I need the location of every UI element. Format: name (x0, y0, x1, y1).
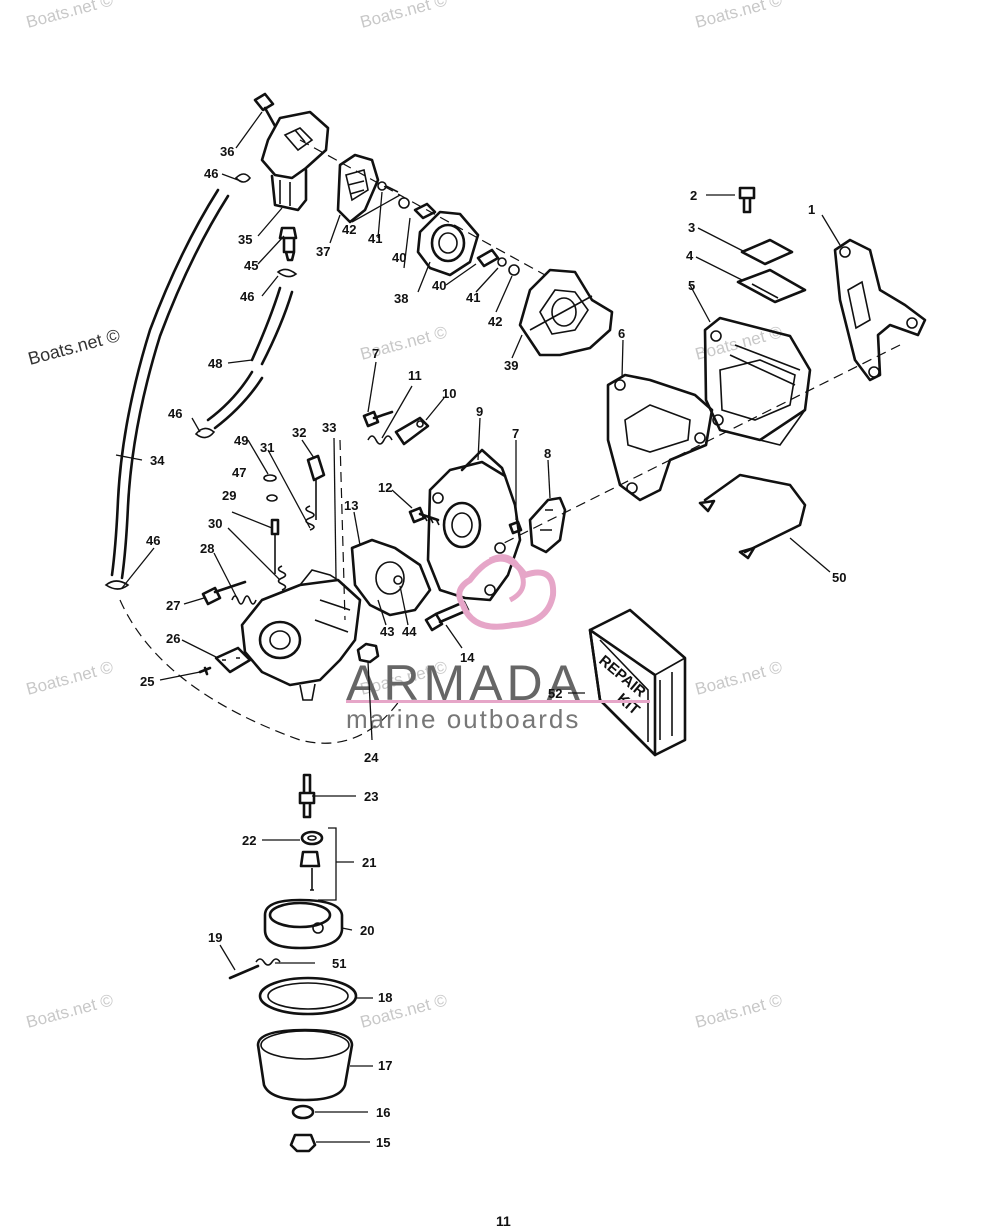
callout-label: 49 (234, 433, 248, 448)
callout-label: 4 (686, 248, 694, 263)
callout-label: 3 (688, 220, 695, 235)
page-number: 11 (496, 1213, 511, 1227)
callout-label: 25 (140, 674, 154, 689)
callout-label: 21 (362, 855, 376, 870)
callout-label: 24 (364, 750, 379, 765)
callout-label: 51 (332, 956, 346, 971)
callout-label: 35 (238, 232, 252, 247)
watermarks: Boats.net © Boats.net © Boats.net © Boat… (24, 0, 784, 1032)
callout-label: 45 (244, 258, 258, 273)
callout-label: 14 (460, 650, 475, 665)
callout-leaders (115, 111, 841, 1143)
callout-label: 26 (166, 631, 180, 646)
callout-label: 28 (200, 541, 214, 556)
assembly-lines (119, 139, 901, 744)
callout-label: 27 (166, 598, 180, 613)
carburetor-group (198, 410, 567, 701)
callout-label: 29 (222, 488, 236, 503)
callout-label: 46 (204, 166, 218, 181)
callout-label: 36 (220, 144, 234, 159)
callout-label: 46 (168, 406, 182, 421)
watermark: Boats.net © (24, 657, 115, 699)
callout-label: 1 (808, 202, 815, 217)
callout-label: 22 (242, 833, 256, 848)
brand-divider (346, 700, 650, 703)
fuel-hoses (104, 188, 294, 590)
watermark: Boats.net © (24, 990, 115, 1032)
callout-label: 17 (378, 1058, 392, 1073)
callout-label: 34 (150, 453, 165, 468)
callout-label: 52 (548, 686, 562, 701)
logo-emblem (456, 555, 557, 630)
watermark: Boats.net © (24, 0, 115, 32)
callout-label: 10 (442, 386, 456, 401)
callout-label: 2 (690, 188, 697, 203)
callout-label: 44 (402, 624, 417, 639)
brand-logo: ARMADA marine outboards (346, 554, 650, 734)
callout-label: 42 (488, 314, 502, 329)
reed-plate-group (606, 186, 927, 560)
callout-label: 30 (208, 516, 222, 531)
callout-label: 46 (146, 533, 160, 548)
callout-label: 12 (378, 480, 392, 495)
callout-label: 41 (368, 231, 382, 246)
watermark: Boats.net © (693, 657, 784, 699)
callout-label: 41 (466, 290, 480, 305)
callout-label: 19 (208, 930, 222, 945)
callout-labels: 1 2 3 4 5 6 7 7 8 9 10 11 12 13 14 15 16… (140, 144, 846, 1150)
callout-label: 40 (432, 278, 446, 293)
callout-label: 8 (544, 446, 551, 461)
watermark: Boats.net © (693, 990, 784, 1032)
callout-label: 31 (260, 440, 274, 455)
callout-label: 18 (378, 990, 392, 1005)
callout-label: 6 (618, 326, 625, 341)
callout-label: 50 (832, 570, 846, 585)
watermark: Boats.net © (693, 0, 784, 32)
callout-label: 15 (376, 1135, 390, 1150)
callout-label: 23 (364, 789, 378, 804)
callout-label: 48 (208, 356, 222, 371)
callout-label: 20 (360, 923, 374, 938)
callout-label: 38 (394, 291, 408, 306)
callout-label: 37 (316, 244, 330, 259)
callout-label: 40 (392, 250, 406, 265)
watermark: Boats.net © (358, 0, 449, 32)
float-bowl-stack (228, 773, 358, 1153)
callout-label: 43 (380, 624, 394, 639)
brand-tagline: marine outboards (346, 704, 580, 734)
callout-label: 7 (372, 346, 379, 361)
callout-label: 5 (688, 278, 695, 293)
watermark: Boats.net © (358, 990, 449, 1032)
callout-label: 9 (476, 404, 483, 419)
callout-label: 7 (512, 426, 519, 441)
callout-label: 46 (240, 289, 254, 304)
callout-label: 11 (408, 368, 422, 383)
callout-label: 16 (376, 1105, 390, 1120)
watermark-main: Boats.net © (26, 325, 122, 369)
callout-label: 13 (344, 498, 358, 513)
callout-label: 42 (342, 222, 356, 237)
callout-label: 47 (232, 465, 246, 480)
callout-label: 39 (504, 358, 518, 373)
callout-label: 32 (292, 425, 306, 440)
repair-kit: REPAIR KIT (588, 608, 687, 757)
fuel-pump-group (234, 92, 614, 357)
callout-label: 33 (322, 420, 336, 435)
